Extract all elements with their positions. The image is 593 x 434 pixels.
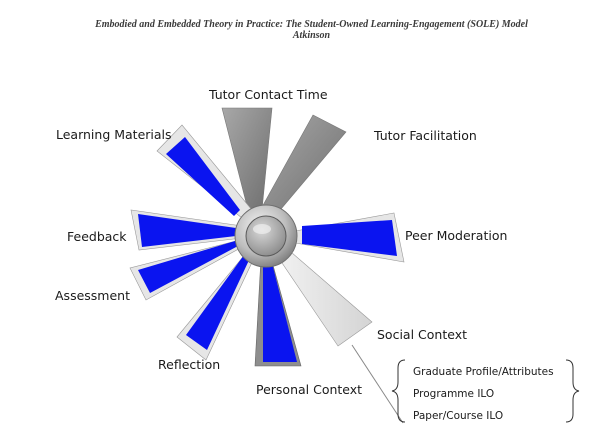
document-header: Embodied and Embedded Theory in Practice…: [0, 19, 593, 41]
label-tutor-contact-time: Tutor Contact Time: [209, 87, 328, 102]
label-tutor-facilitation: Tutor Facilitation: [374, 128, 477, 143]
segment-feedback: [130, 209, 243, 251]
label-learning-materials: Learning Materials: [56, 127, 172, 142]
label-reflection: Reflection: [158, 357, 221, 372]
paper-author: Atkinson: [292, 30, 331, 41]
hub: [234, 204, 298, 268]
ilo-item-graduate-profile: Graduate Profile/Attributes: [413, 366, 554, 378]
ilo-item-paper-course: Paper/Course ILO: [413, 410, 504, 422]
label-peer-moderation: Peer Moderation: [405, 228, 508, 243]
label-personal-context: Personal Context: [256, 382, 363, 397]
segment-tutor-facilitation: [261, 114, 347, 216]
label-feedback: Feedback: [67, 229, 127, 244]
label-social-context: Social Context: [377, 327, 468, 342]
ilo-item-programme: Programme ILO: [413, 388, 495, 400]
label-assessment: Assessment: [55, 288, 130, 303]
paper-title: Embodied and Embedded Theory in Practice…: [95, 19, 528, 30]
ilo-right-brace: [565, 359, 580, 423]
ilo-connector-line: [351, 344, 404, 424]
ilo-left-brace: [391, 359, 406, 423]
segment-peer-moderation: [289, 212, 405, 263]
